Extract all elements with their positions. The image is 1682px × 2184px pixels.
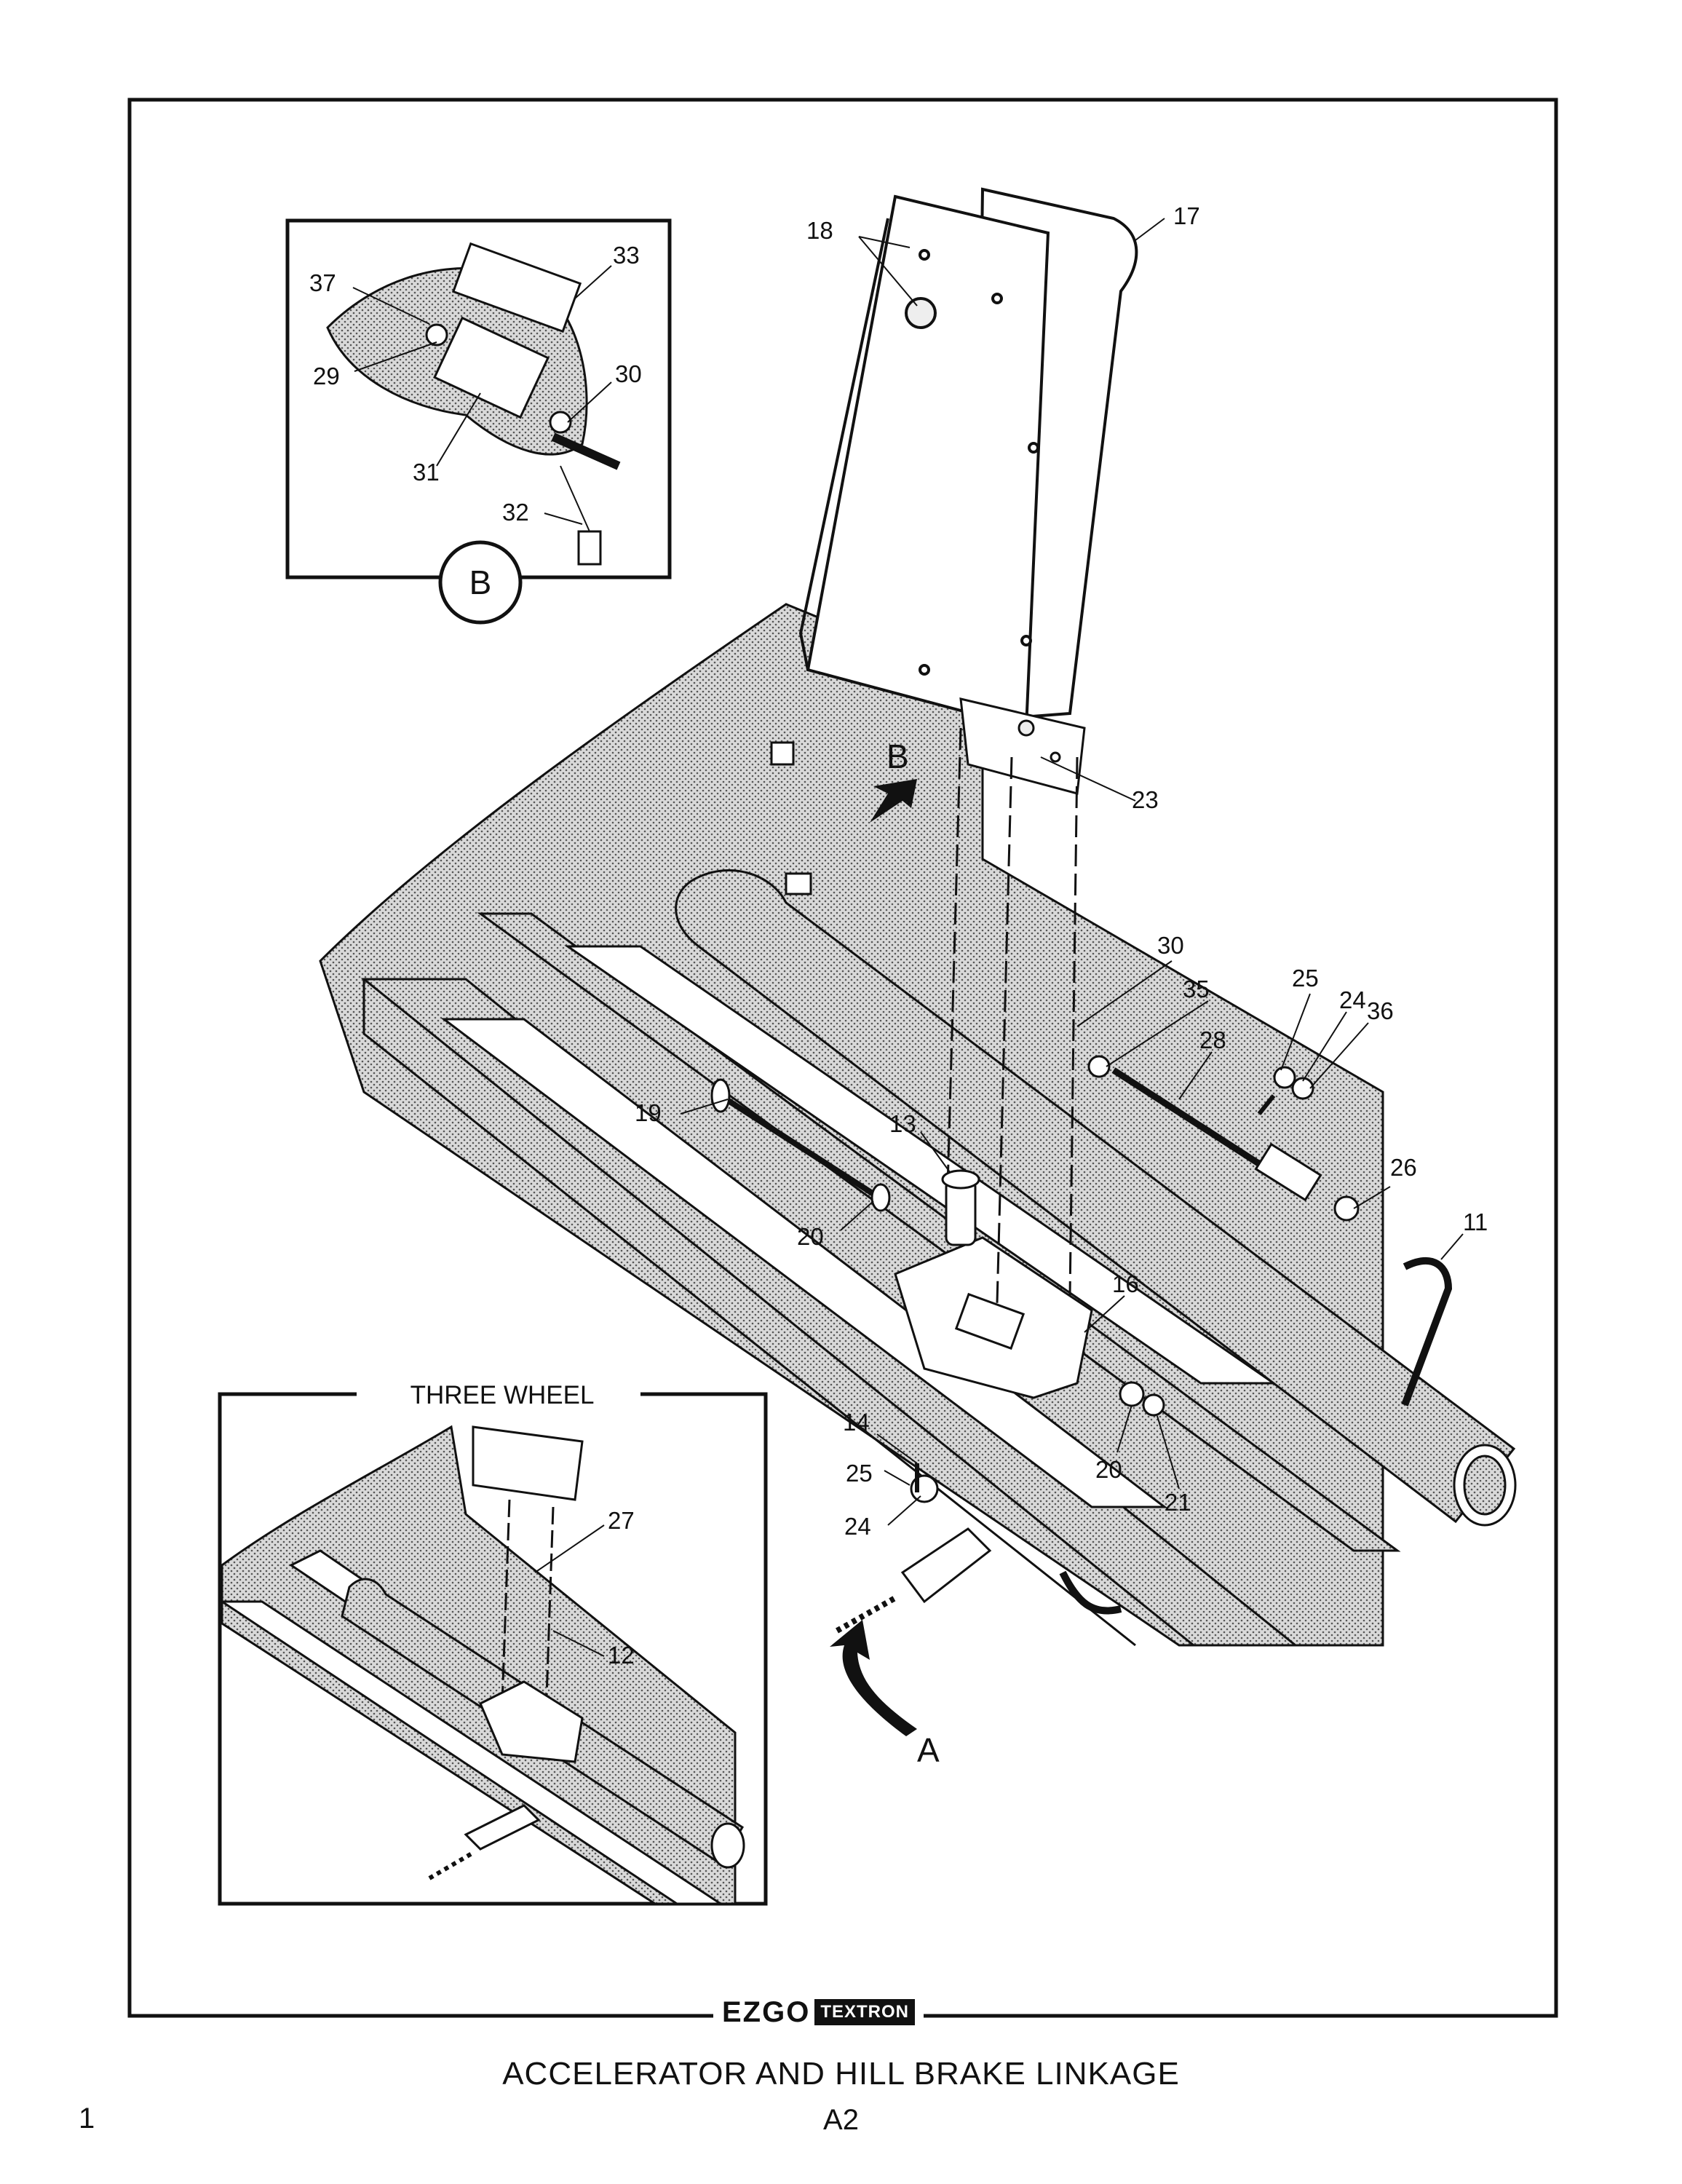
callout-24-lower: 24 <box>844 1513 871 1540</box>
inset-b-callout-33: 33 <box>613 242 640 269</box>
callout-36: 36 <box>1367 997 1394 1024</box>
callout-25: 25 <box>1292 965 1319 992</box>
callout-25-lower: 25 <box>846 1460 873 1487</box>
cross-tube <box>675 869 1516 1524</box>
three-wheel-callout-27: 27 <box>608 1507 635 1534</box>
margin-mark: 1 <box>79 2102 95 2134</box>
page-title: ACCELERATOR AND HILL BRAKE LINKAGE <box>502 2056 1180 2092</box>
callout-leaders <box>680 218 1464 1526</box>
page-number: A2 <box>823 2104 859 2136</box>
callout-21: 21 <box>1165 1489 1191 1516</box>
accelerator-pedal <box>798 187 1138 730</box>
callout-19: 19 <box>635 1099 662 1126</box>
callout-20-lower: 20 <box>1095 1456 1122 1483</box>
hardware-parts <box>710 741 1453 1634</box>
callout-13: 13 <box>889 1110 916 1137</box>
ezgo-textron-logo: EZGO TEXTRON <box>713 1995 924 2028</box>
rod-19 <box>718 1093 876 1197</box>
brand-logo-main: EZGO <box>722 1995 811 2028</box>
callout-11: 11 <box>1463 1208 1488 1235</box>
callout-14: 14 <box>843 1409 870 1436</box>
pedal-bracket <box>894 697 1093 1399</box>
inset-b-badge <box>438 540 523 625</box>
frame-assembly <box>319 603 1517 1647</box>
inset-b-callout-32: 32 <box>502 499 529 526</box>
rod-28 <box>1111 1067 1269 1171</box>
lever-11 <box>1401 1257 1453 1406</box>
view-arrow-a <box>830 1620 917 1736</box>
callout-16: 16 <box>1112 1270 1139 1297</box>
view-label-b: B <box>886 737 909 775</box>
callout-17: 17 <box>1173 202 1200 229</box>
pedal-pad <box>806 194 1050 730</box>
callout-35: 35 <box>1183 976 1210 1002</box>
callout-23: 23 <box>1132 786 1159 813</box>
clevis-linkage <box>900 1527 992 1604</box>
inset-b-callout-30: 30 <box>615 360 642 387</box>
brand-logo-sub: TEXTRON <box>814 1999 916 2025</box>
callout-30: 30 <box>1157 932 1184 959</box>
callout-18: 18 <box>806 217 833 244</box>
three-wheel-callout-12: 12 <box>608 1642 635 1669</box>
inset-b-callout-37: 37 <box>309 269 336 296</box>
inset-b-callout-29: 29 <box>313 363 340 389</box>
view-arrow-b <box>870 779 917 823</box>
callout-26: 26 <box>1390 1154 1417 1181</box>
view-label-a: A <box>917 1731 940 1769</box>
inset-b: 37 33 29 30 31 32 B <box>285 218 672 625</box>
main-callouts: 17 18 23 30 35 25 24 36 28 19 13 20 26 1… <box>635 202 1488 1540</box>
callout-24: 24 <box>1339 986 1366 1013</box>
callout-20: 20 <box>797 1223 824 1250</box>
inset-three-wheel: THREE WHEEL 27 12 <box>218 1380 768 1906</box>
inset-b-label: B <box>469 563 492 601</box>
inset-three-wheel-title: THREE WHEEL <box>410 1381 595 1409</box>
inset-b-callout-31: 31 <box>413 459 440 486</box>
callout-28: 28 <box>1199 1026 1226 1053</box>
